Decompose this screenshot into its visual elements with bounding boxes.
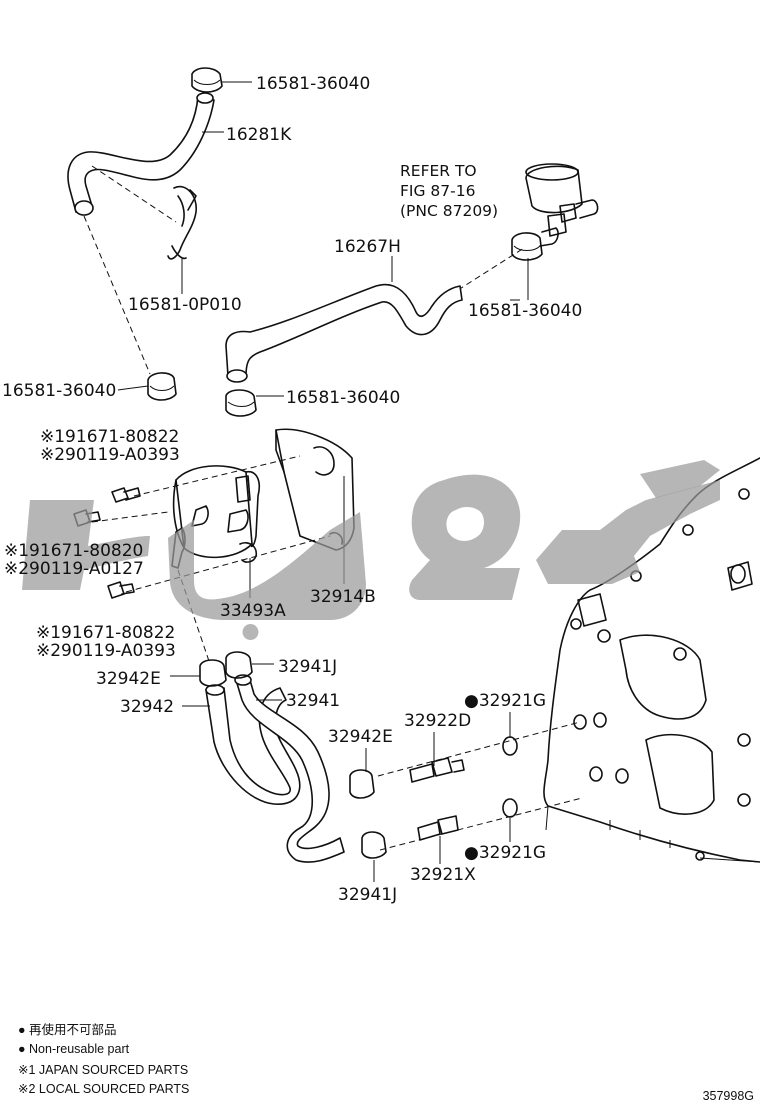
bolt-1: [111, 487, 141, 503]
label-32921X: 32921X: [410, 865, 476, 885]
clamp-32941J-bottom: [361, 831, 387, 859]
legend-line-3: ※1 JAPAN SOURCED PARTS: [18, 1063, 188, 1077]
clamp-16581-36040-left: [147, 372, 177, 401]
valve-refer-fig: [525, 163, 599, 247]
label-refer-line3: (PNC 87209): [400, 202, 498, 220]
clamp-32941J-top: [225, 651, 253, 679]
label-bolt3-line1: ※191671-80822: [36, 623, 175, 643]
watermark: [22, 460, 720, 640]
label-32921G-bottom: ●32921G: [464, 843, 546, 863]
watermark-glyph-2: [168, 512, 366, 640]
legend-line-2: ● Non-reusable part: [18, 1042, 130, 1056]
watermark-glyph-5: [640, 460, 720, 498]
label-32921G-top: ●32921G: [464, 691, 546, 711]
legend: ● 再使用不可部品 ● Non-reusable part ※1 JAPAN S…: [18, 1022, 189, 1096]
figure-id: 357998G: [703, 1089, 754, 1103]
label-32941J-bottom: 32941J: [338, 885, 397, 905]
label-16281K: 16281K: [226, 125, 292, 145]
legend-line-4: ※2 LOCAL SOURCED PARTS: [18, 1082, 189, 1096]
watermark-glyph-4: [536, 480, 720, 584]
label-32942E-mid: 32942E: [328, 727, 393, 747]
clip-16581-0P010: [167, 185, 197, 260]
label-32941: 32941: [286, 691, 340, 711]
union-32922D: [409, 757, 465, 783]
clamp-32942E-left: [199, 659, 227, 687]
label-32922D: 32922D: [404, 711, 471, 731]
label-16581-36040-top: 16581-36040: [256, 74, 370, 94]
label-bolt2-line2: ※290119-A0127: [4, 559, 144, 579]
label-16581-36040-right: 16581-36040: [468, 301, 582, 321]
union-32921X: [417, 815, 459, 841]
bolt-3: [107, 581, 135, 599]
label-32942E-left: 32942E: [96, 669, 161, 689]
label-16267H: 16267H: [334, 237, 401, 257]
clamp-32942E-mid: [349, 769, 375, 799]
hose-32942: [205, 684, 301, 805]
hose-16281K: [67, 92, 215, 216]
label-16581-36040-mid: 16581-36040: [286, 388, 400, 408]
hose-16267H: [225, 283, 463, 383]
watermark-glyph-1: [22, 500, 150, 590]
label-33493A: 33493A: [220, 601, 286, 621]
o-ring-32921G-top: [502, 736, 518, 756]
label-16581-36040-left: 16581-36040: [2, 381, 116, 401]
label-16581-0P010: 16581-0P010: [128, 295, 242, 315]
label-bolt1-line2: ※290119-A0393: [40, 445, 180, 465]
label-bolt1-line1: ※191671-80822: [40, 427, 179, 447]
label-32914B: 32914B: [310, 587, 376, 607]
clamp-16581-36040-right: [511, 232, 543, 261]
legend-line-1: ● 再使用不可部品: [18, 1022, 117, 1037]
clamp-16581-36040-mid: [225, 389, 257, 417]
label-bolt3-line2: ※290119-A0393: [36, 641, 176, 661]
label-32942: 32942: [120, 697, 174, 717]
callout-labels: 16581-36040 16281K REFER TO FIG 87-16 (P…: [2, 74, 582, 905]
label-refer-line2: FIG 87-16: [400, 182, 475, 200]
label-32941J-top: 32941J: [278, 657, 337, 677]
clamp-16581-36040-top: [191, 67, 223, 93]
label-bolt2-line1: ※191671-80820: [4, 541, 143, 561]
o-ring-32921G-bottom: [502, 798, 518, 818]
label-refer-line1: REFER TO: [400, 162, 477, 180]
watermark-glyph-3: [409, 474, 521, 600]
